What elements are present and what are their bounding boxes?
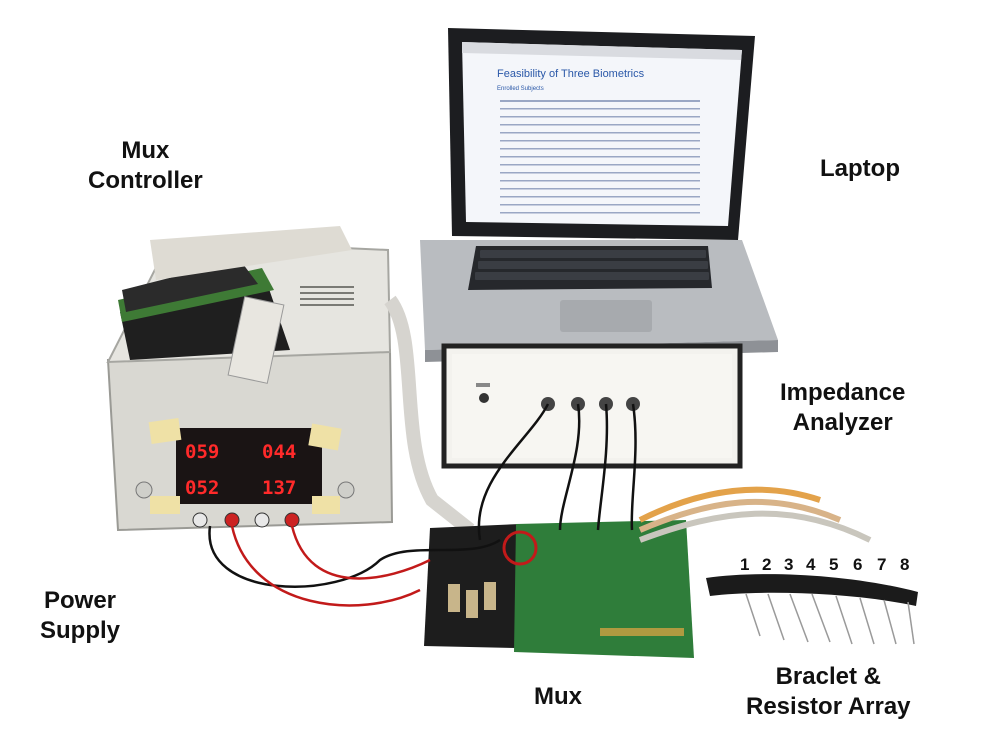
bracelet: 1 2 3 4 5 6 7 8 xyxy=(706,555,918,645)
label-mux-controller-line1: Mux xyxy=(121,137,170,164)
label-impedance-line2: Analyzer xyxy=(792,409,893,436)
pin-7: 7 xyxy=(877,555,886,574)
label-power-line2: Supply xyxy=(40,617,121,644)
label-bracelet-line1: Braclet & xyxy=(775,663,881,690)
cables xyxy=(208,403,872,607)
label-bracelet: Braclet & Resistor Array xyxy=(746,662,911,722)
display-top-left: 059 xyxy=(185,441,219,463)
pin-2: 2 xyxy=(762,555,771,574)
label-power-supply: Power Supply xyxy=(40,586,120,646)
label-bracelet-line2: Resistor Array xyxy=(746,693,911,720)
pin-6: 6 xyxy=(853,555,862,574)
resistor-leads xyxy=(745,593,915,645)
display-top-right: 044 xyxy=(262,441,296,463)
label-mux: Mux xyxy=(534,683,582,710)
binding-posts xyxy=(192,512,300,528)
screen-title: Feasibility of Three Biometrics xyxy=(497,68,645,80)
display-bottom-left: 052 xyxy=(185,477,219,499)
pin-5: 5 xyxy=(829,555,838,574)
mux-board xyxy=(424,520,694,658)
screen-subtitle: Enrolled Subjects xyxy=(497,86,544,92)
label-impedance-analyzer: Impedance Analyzer xyxy=(780,378,905,438)
screen-table xyxy=(500,100,700,214)
pin-3: 3 xyxy=(784,555,793,574)
label-mux-controller-line2: Controller xyxy=(88,167,203,194)
label-laptop: Laptop xyxy=(820,155,900,182)
laptop: Feasibility of Three Biometrics Enrolled… xyxy=(420,28,778,362)
keyboard-keys xyxy=(475,250,709,280)
d-sub-connectors xyxy=(448,582,496,618)
pin-8: 8 xyxy=(900,555,909,574)
label-mux-controller: Mux Controller xyxy=(88,136,203,196)
label-impedance-line1: Impedance xyxy=(780,379,906,406)
impedance-analyzer xyxy=(441,343,743,469)
vent-grille xyxy=(300,286,354,306)
pin-4: 4 xyxy=(806,555,816,574)
display-bottom-right: 137 xyxy=(262,477,296,499)
label-power-line1: Power xyxy=(43,587,117,614)
mux-controller xyxy=(118,226,352,384)
pin-1: 1 xyxy=(740,555,749,574)
